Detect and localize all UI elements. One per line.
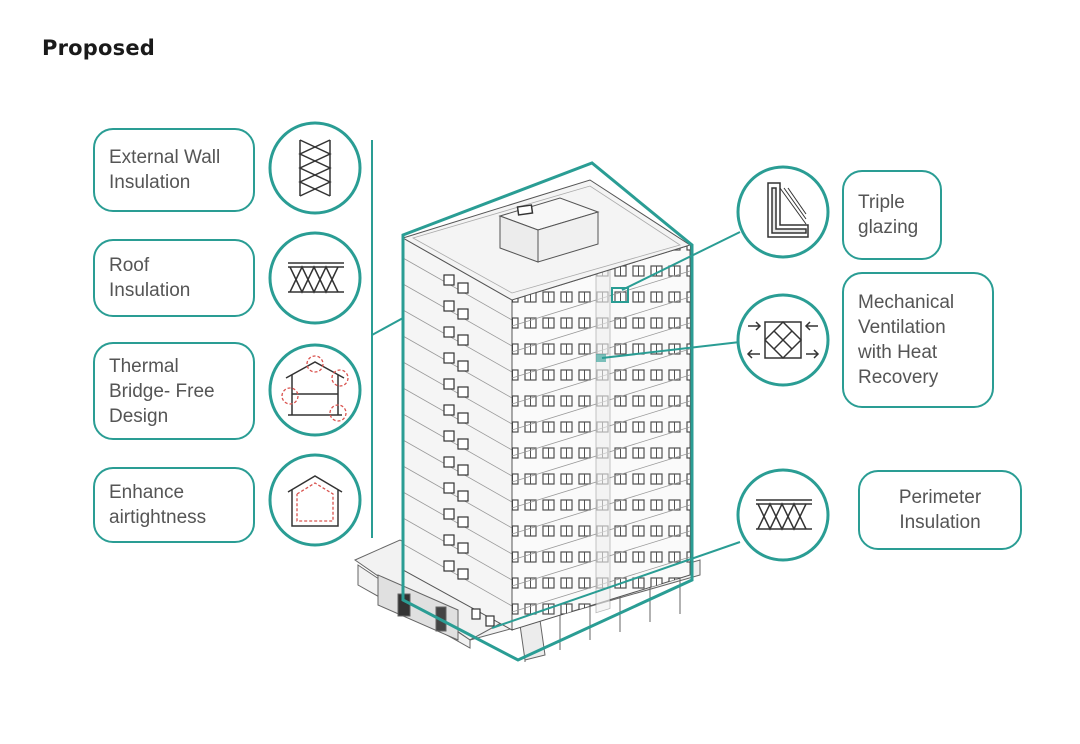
label-perimeter-insulation: Perimeter Insulation <box>858 470 1022 550</box>
page-title: Proposed <box>42 36 156 60</box>
airtight-house-icon <box>268 453 362 547</box>
vent-highlight <box>596 354 606 362</box>
window-highlight <box>611 287 629 303</box>
thermal-bridge-icon <box>268 343 362 437</box>
label-external-wall: External Wall Insulation <box>93 128 255 212</box>
wall-insulation-icon <box>268 121 362 215</box>
roof-plant-room <box>498 197 600 263</box>
connector-lines <box>371 140 741 629</box>
label-thermal-bridge: Thermal Bridge- Free Design <box>93 342 255 440</box>
thermal-envelope-outline <box>401 161 694 662</box>
perimeter-insulation-icon <box>736 468 830 562</box>
label-triple-glazing: Triple glazing <box>842 170 942 260</box>
window-frame-icon <box>736 165 830 259</box>
heat-exchanger-icon <box>736 293 830 387</box>
label-roof-insulation: Roof Insulation <box>93 239 255 317</box>
label-mvhr: Mechanical Ventilation with Heat Recover… <box>842 272 994 408</box>
label-airtightness: Enhance airtightness <box>93 467 255 543</box>
roof-insulation-icon <box>268 231 362 325</box>
